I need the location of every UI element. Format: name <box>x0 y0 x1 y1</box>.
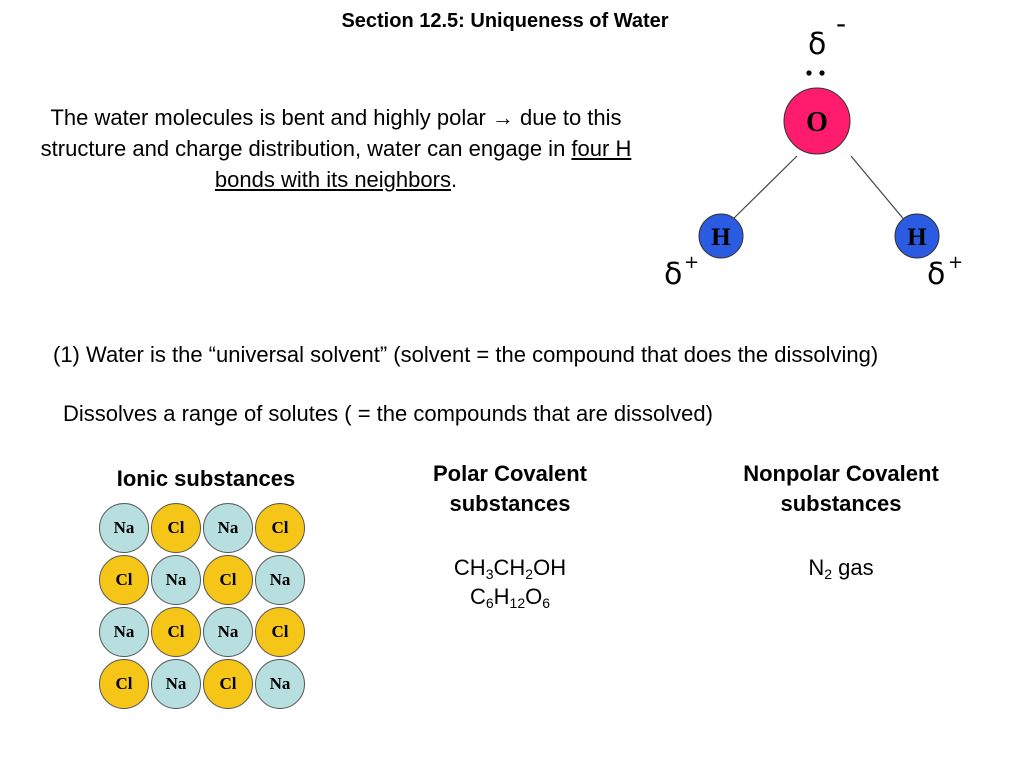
solutes-statement: Dissolves a range of solutes ( = the com… <box>63 401 713 426</box>
sodium-ion: Na <box>203 503 253 553</box>
formula-subscript: 2 <box>824 566 833 582</box>
formula-subscript: 2 <box>525 566 534 582</box>
nonpolar-covalent-heading: Nonpolar Covalent substances <box>700 459 982 519</box>
water-molecule-diagram: O H H δ - δ + δ + <box>664 7 963 292</box>
chloride-ion: Cl <box>203 555 253 605</box>
universal-solvent-statement: (1) Water is the “universal solvent” (so… <box>53 342 879 367</box>
intro-paragraph: The water molecules is bent and highly p… <box>40 102 632 195</box>
formula-subscript: 6 <box>485 595 494 611</box>
delta-plus-sign-right: + <box>948 252 963 273</box>
formula-part: O <box>525 584 543 609</box>
hydrogen-atom-right <box>894 213 940 259</box>
chloride-ion: Cl <box>255 607 305 657</box>
hydrogen-atom-left <box>698 213 744 259</box>
sodium-ion: Na <box>255 555 305 605</box>
chloride-ion: Cl <box>203 659 253 709</box>
formula-part: H <box>493 584 510 609</box>
polar-heading-line2: substances <box>449 491 571 516</box>
nonpolar-formulas: N2 gas <box>700 553 982 582</box>
lone-pair-dot <box>806 70 812 76</box>
formula-part: C <box>469 584 486 609</box>
ionic-substances-heading: Ionic substances <box>116 466 296 491</box>
ethanol-formula: CH3CH2OH <box>394 553 626 582</box>
delta-plus-sign-left: + <box>684 252 699 273</box>
delta-minus-sign: - <box>836 7 846 40</box>
polar-covalent-heading: Polar Covalent substances <box>394 459 626 519</box>
chloride-ion: Cl <box>255 503 305 553</box>
formula-part: gas <box>832 555 874 580</box>
sodium-ion: Na <box>151 659 201 709</box>
chloride-ion: Cl <box>151 503 201 553</box>
sodium-ion: Na <box>99 503 149 553</box>
oh-bond-right <box>850 155 907 223</box>
intro-underlined-text: four H bonds with its neighbors <box>214 136 632 192</box>
hydrogen-label-right: H <box>907 224 927 251</box>
delta-plus-symbol-left: δ <box>664 257 682 292</box>
intro-text: The water molecules is bent and highly p… <box>40 105 622 161</box>
glucose-formula: C6H12O6 <box>394 582 626 611</box>
formula-part: N <box>808 555 825 580</box>
page-title: Section 12.5: Uniqueness of Water <box>341 10 669 32</box>
delta-minus-symbol: δ <box>808 27 826 62</box>
lone-pair-dot <box>819 70 825 76</box>
chloride-ion: Cl <box>99 659 149 709</box>
delta-plus-symbol-right: δ <box>927 257 945 292</box>
formula-part: CH <box>493 555 526 580</box>
hydrogen-label-left: H <box>711 224 731 251</box>
nonpolar-heading-line2: substances <box>780 491 902 516</box>
formula-subscript: 6 <box>542 595 551 611</box>
polar-formulas: CH3CH2OH C6H12O6 <box>394 553 626 611</box>
formula-part: OH <box>533 555 567 580</box>
nonpolar-heading-line1: Nonpolar Covalent <box>743 461 939 486</box>
polar-heading-line1: Polar Covalent <box>432 461 588 486</box>
formula-subscript: 12 <box>509 595 526 611</box>
oxygen-atom <box>783 87 851 155</box>
chloride-ion: Cl <box>151 607 201 657</box>
sodium-ion: Na <box>255 659 305 709</box>
formula-part: CH <box>453 555 486 580</box>
oh-bond-left <box>729 155 798 223</box>
formula-subscript: 3 <box>485 566 494 582</box>
sodium-ion: Na <box>99 607 149 657</box>
sodium-ion: Na <box>203 607 253 657</box>
sodium-ion: Na <box>151 555 201 605</box>
chloride-ion: Cl <box>99 555 149 605</box>
oxygen-label: O <box>806 107 828 138</box>
intro-period: . <box>450 167 458 192</box>
nitrogen-gas-formula: N2 gas <box>700 553 982 582</box>
